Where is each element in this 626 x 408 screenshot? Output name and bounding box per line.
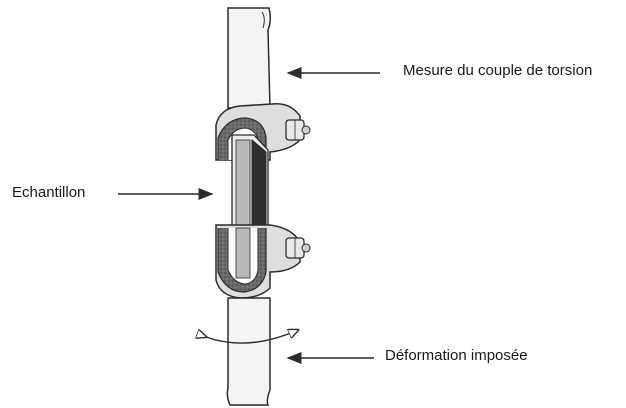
label-sample: Echantillon bbox=[12, 184, 86, 201]
lower-shaft bbox=[226, 297, 271, 406]
label-torque-measure: Mesure du couple de torsion bbox=[403, 62, 593, 79]
lower-clamp bbox=[215, 224, 301, 299]
lower-screw bbox=[285, 237, 311, 259]
label-imposed-deformation: Déformation imposée bbox=[385, 347, 528, 364]
upper-shaft bbox=[227, 7, 272, 109]
upper-screw bbox=[285, 119, 311, 141]
rotation-arrow bbox=[206, 330, 298, 344]
